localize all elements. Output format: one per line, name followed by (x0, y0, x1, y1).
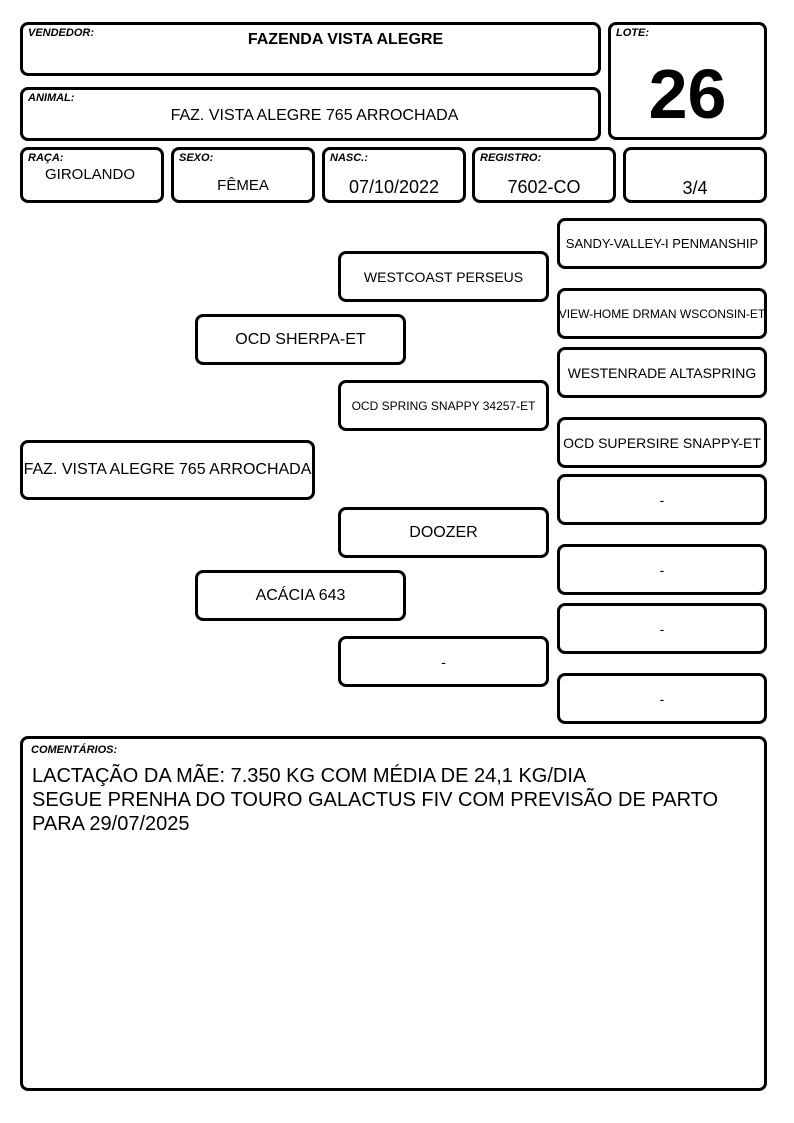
pedigree-g3-5: - (557, 474, 767, 525)
vendedor-value: FAZENDA VISTA ALEGRE (247, 31, 444, 48)
registro-value: 7602-CO (507, 177, 581, 197)
sexo-box: SEXO: FÊMEA (171, 147, 315, 203)
pedigree-g3-8: - (557, 673, 767, 724)
grau-box: 3/4 (623, 147, 767, 203)
pedigree-g3-3: WESTENRADE ALTASPRING (557, 347, 767, 398)
raca-label: RAÇA: (28, 152, 64, 164)
animal-label: ANIMAL: (28, 92, 75, 104)
comments-box: COMENTÁRIOS: LACTAÇÃO DA MÃE: 7.350 KG C… (20, 736, 767, 1091)
pedigree-dam-sire: DOOZER (338, 507, 549, 558)
pedigree-g3-4: OCD SUPERSIRE SNAPPY-ET (557, 417, 767, 468)
comments-label: COMENTÁRIOS: (31, 744, 118, 756)
raca-box: RAÇA: GIROLANDO (20, 147, 164, 203)
nasc-value: 07/10/2022 (348, 177, 440, 197)
sexo-label: SEXO: (179, 152, 214, 164)
lote-box: LOTE: 26 (608, 22, 767, 140)
nasc-label: NASC.: (330, 152, 368, 164)
pedigree-dam: ACÁCIA 643 (195, 570, 406, 621)
raca-value: GIROLANDO (44, 166, 135, 183)
vendedor-label: VENDEDOR: (28, 27, 95, 39)
animal-name: FAZ. VISTA ALEGRE 765 ARROCHADA (170, 107, 459, 124)
pedigree-sire: OCD SHERPA-ET (195, 314, 406, 365)
registro-box: REGISTRO: 7602-CO (472, 147, 616, 203)
grau-value: 3/4 (682, 178, 708, 198)
pedigree-g3-7: - (557, 603, 767, 654)
comments-text: LACTAÇÃO DA MÃE: 7.350 KG COM MÉDIA DE 2… (32, 765, 719, 835)
pedigree-animal: FAZ. VISTA ALEGRE 765 ARROCHADA (20, 440, 315, 500)
pedigree-sire-sire: WESTCOAST PERSEUS (338, 251, 549, 302)
sexo-value: FÊMEA (217, 177, 269, 194)
registro-label: REGISTRO: (480, 152, 542, 164)
lote-label: LOTE: (616, 27, 649, 39)
pedigree-g3-2: VIEW-HOME DRMAN WSCONSIN-ET (557, 288, 767, 339)
pedigree-sire-dam: OCD SPRING SNAPPY 34257-ET (338, 380, 549, 431)
pedigree-g3-6: - (557, 544, 767, 595)
lote-number: 26 (648, 55, 727, 133)
animal-box: ANIMAL: FAZ. VISTA ALEGRE 765 ARROCHADA (20, 87, 601, 141)
vendedor-box: VENDEDOR: FAZENDA VISTA ALEGRE (20, 22, 601, 76)
pedigree-dam-dam: - (338, 636, 549, 687)
pedigree-g3-1: SANDY-VALLEY-I PENMANSHIP (557, 218, 767, 269)
nasc-box: NASC.: 07/10/2022 (322, 147, 466, 203)
